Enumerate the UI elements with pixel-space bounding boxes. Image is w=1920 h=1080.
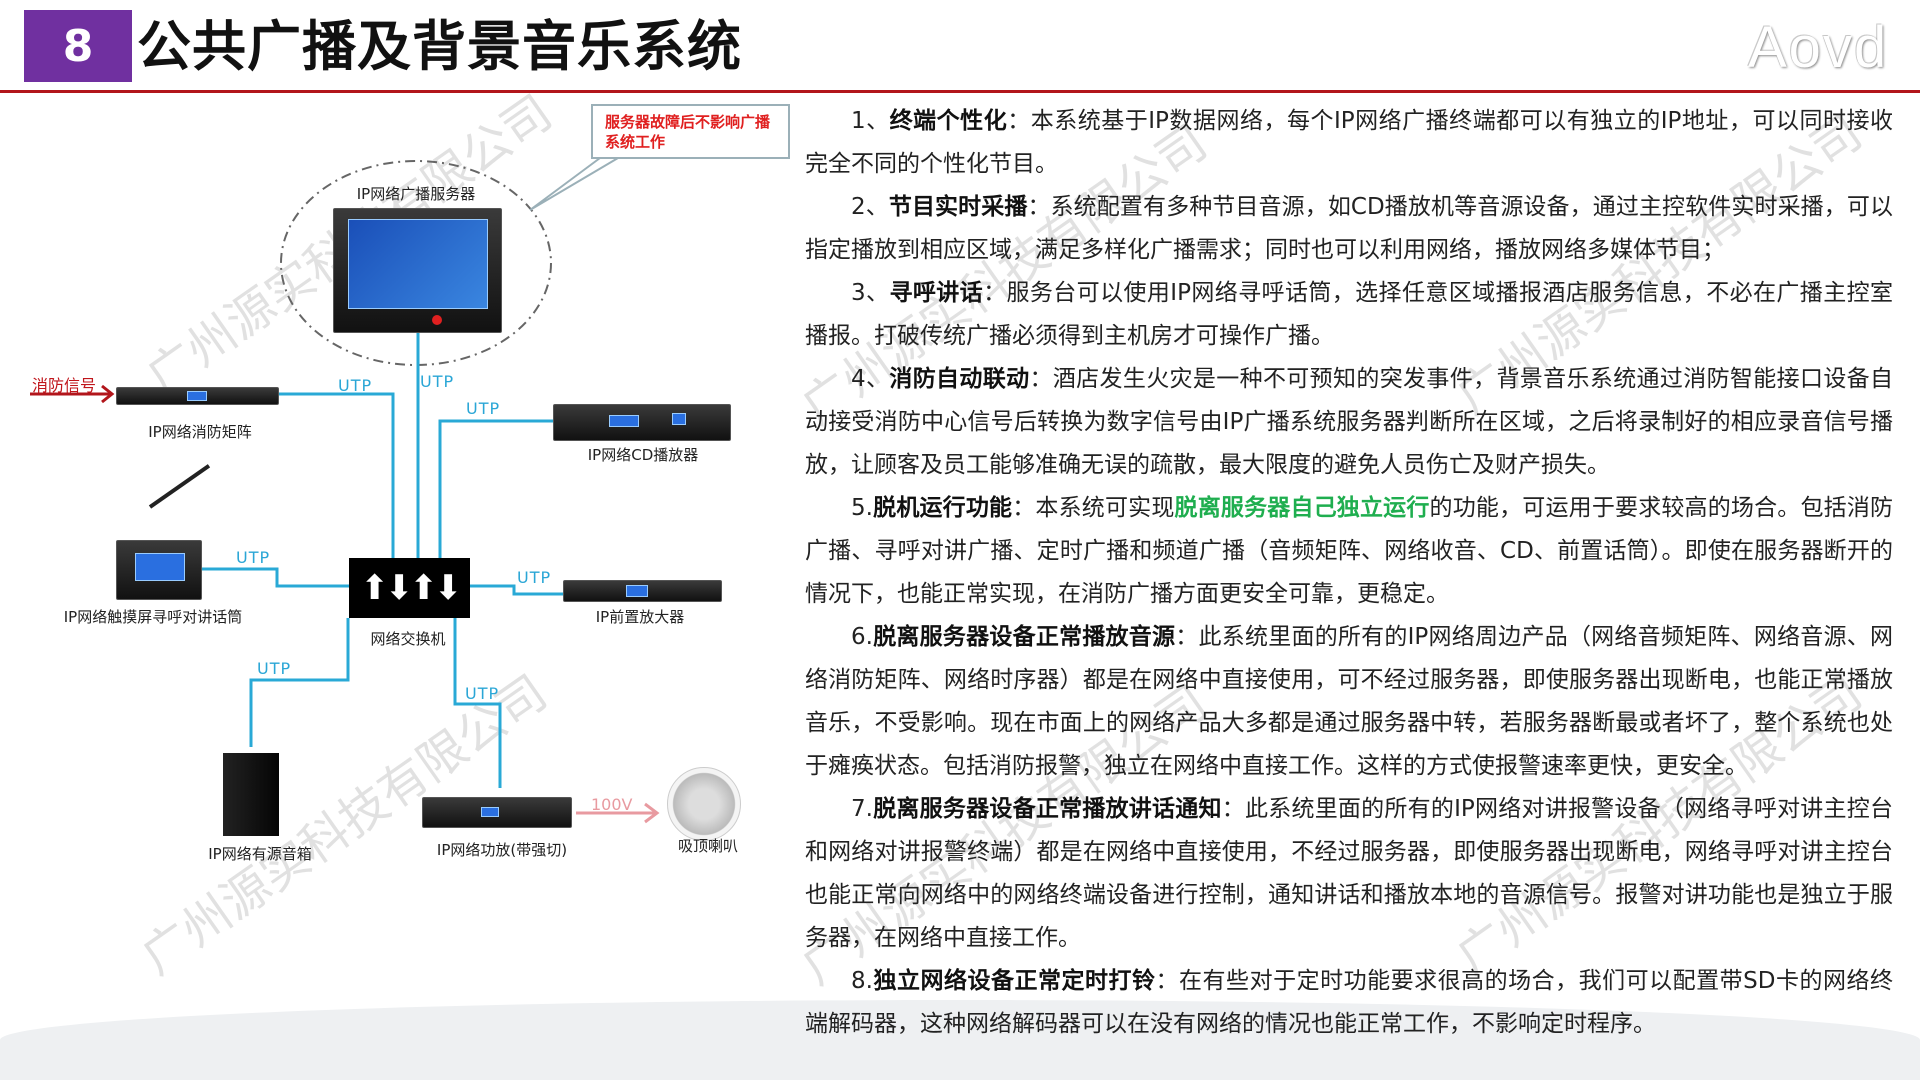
active-speaker-device — [223, 753, 279, 836]
callout-pointer — [529, 157, 619, 211]
active-speaker-label: IP网络有源音箱 — [208, 845, 312, 863]
power-button-icon — [432, 315, 442, 325]
feature-paragraph: 4、消防自动联动：酒店发生火灾是一种不可预知的突发事件，背景音乐系统通过消防智能… — [805, 366, 1894, 478]
amplifier-device — [422, 797, 572, 828]
server-device — [333, 208, 502, 333]
feature-description: 1、终端个性化：本系统基于IP数据网络，每个IP网络广播终端都可以有独立的IP地… — [805, 100, 1893, 1046]
utp-label: UTP — [236, 548, 271, 567]
feature-paragraph: 7.脱离服务器设备正常播放讲话通知：此系统里面的所有的IP网络对讲报警设备（网络… — [805, 796, 1894, 951]
fire-matrix-device — [116, 387, 279, 405]
diagram-lines — [30, 157, 660, 824]
ceiling-speaker-device — [667, 767, 741, 841]
utp-label: UTP — [465, 684, 500, 703]
line-fire-matrix — [279, 392, 395, 558]
utp-label: UTP — [517, 568, 552, 587]
feature-paragraph: 5.脱机运行功能：本系统可实现脱离服务器自己独立运行的功能，可运用于要求较高的场… — [805, 495, 1894, 607]
feature-paragraph: 1、终端个性化：本系统基于IP数据网络，每个IP网络广播终端都可以有独立的IP地… — [805, 108, 1893, 177]
network-switch-icon: ⬆⬇⬆⬇ — [349, 558, 470, 618]
switch-label: 网络交换机 — [370, 630, 446, 648]
brand-logo: Aovd — [1748, 15, 1889, 80]
cd-player-label: IP网络CD播放器 — [587, 446, 699, 464]
server-dashed-circle — [280, 160, 552, 366]
utp-label: UTP — [338, 376, 373, 395]
fire-matrix-label: IP网络消防矩阵 — [148, 423, 252, 441]
cd-player-device — [553, 404, 731, 441]
line-touch-mic — [202, 567, 349, 588]
line-cd-player — [438, 419, 553, 558]
touch-mic-device — [116, 540, 202, 600]
fire-signal-label: 消防信号 — [32, 376, 97, 395]
page-title: 公共广播及背景音乐系统 — [137, 15, 742, 78]
preamp-label: IP前置放大器 — [595, 608, 685, 626]
utp-label: UTP — [466, 399, 501, 418]
line-amplifier — [453, 618, 502, 788]
voltage-arrowhead — [644, 802, 660, 824]
utp-label: UTP — [257, 659, 292, 678]
highlight-text: 脱离服务器自己独立运行 — [1174, 495, 1430, 521]
header-divider — [0, 90, 1920, 93]
line-preamp — [470, 584, 563, 596]
server-label: IP网络广播服务器 — [356, 185, 476, 203]
voltage-label: 100V — [591, 795, 633, 814]
preamp-device — [563, 580, 722, 602]
feature-paragraph: 3、寻呼讲话：服务台可以使用IP网络寻呼话筒，选择任意区域播报酒店服务信息，不必… — [805, 280, 1894, 349]
ceiling-speaker-label: 吸顶喇叭 — [677, 837, 739, 855]
amplifier-label: IP网络功放(带强切) — [436, 841, 568, 859]
feature-paragraph: 8.独立网络设备正常定时打铃：在有些对于定时功能要求很高的场合，我们可以配置带S… — [805, 968, 1894, 1037]
line-active-speaker — [249, 618, 350, 747]
callout-box: 服务器故障后不影响广播系统工作 — [591, 104, 790, 159]
utp-label: UTP — [420, 372, 455, 391]
fire-signal-arrowhead — [101, 384, 115, 404]
touch-mic-label: IP网络触摸屏寻呼对讲话筒 — [63, 608, 243, 626]
server-screen — [348, 219, 488, 309]
feature-paragraph: 6.脱离服务器设备正常播放音源：此系统里面的所有的IP网络周边产品（网络音频矩阵… — [805, 624, 1894, 779]
section-number-badge: 8 — [24, 10, 132, 82]
feature-paragraph: 2、节目实时采播：系统配置有多种节目音源，如CD播放机等音源设备，通过主控软件实… — [805, 194, 1893, 263]
bottom-decoration — [0, 1000, 1920, 1080]
